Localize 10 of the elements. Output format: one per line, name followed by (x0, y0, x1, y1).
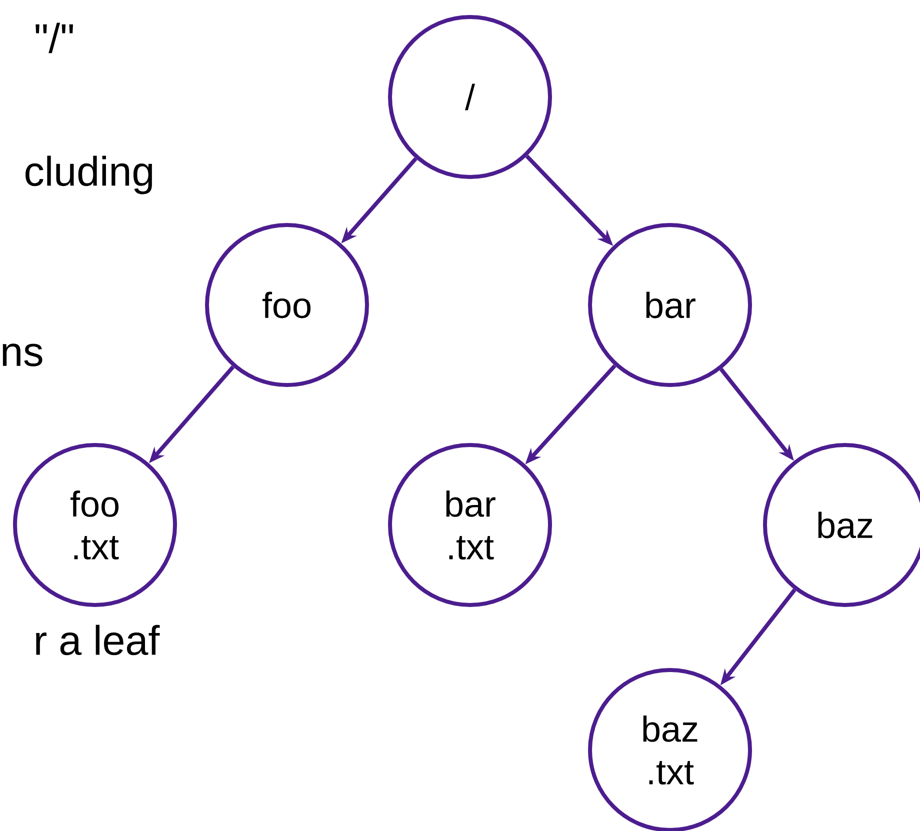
text-fragment: cluding (26, 156, 152, 194)
tree-node: / (388, 15, 552, 179)
tree-node: baz (763, 443, 920, 607)
tree-node: foo .txt (13, 443, 177, 607)
text-fragment: ns (2, 344, 42, 366)
text-fragment: "/" (36, 22, 73, 54)
tree-node: bar .txt (388, 443, 552, 607)
tree-node: foo (205, 223, 369, 387)
tree-node: baz .txt (588, 668, 752, 831)
tree-node: bar (588, 223, 752, 387)
